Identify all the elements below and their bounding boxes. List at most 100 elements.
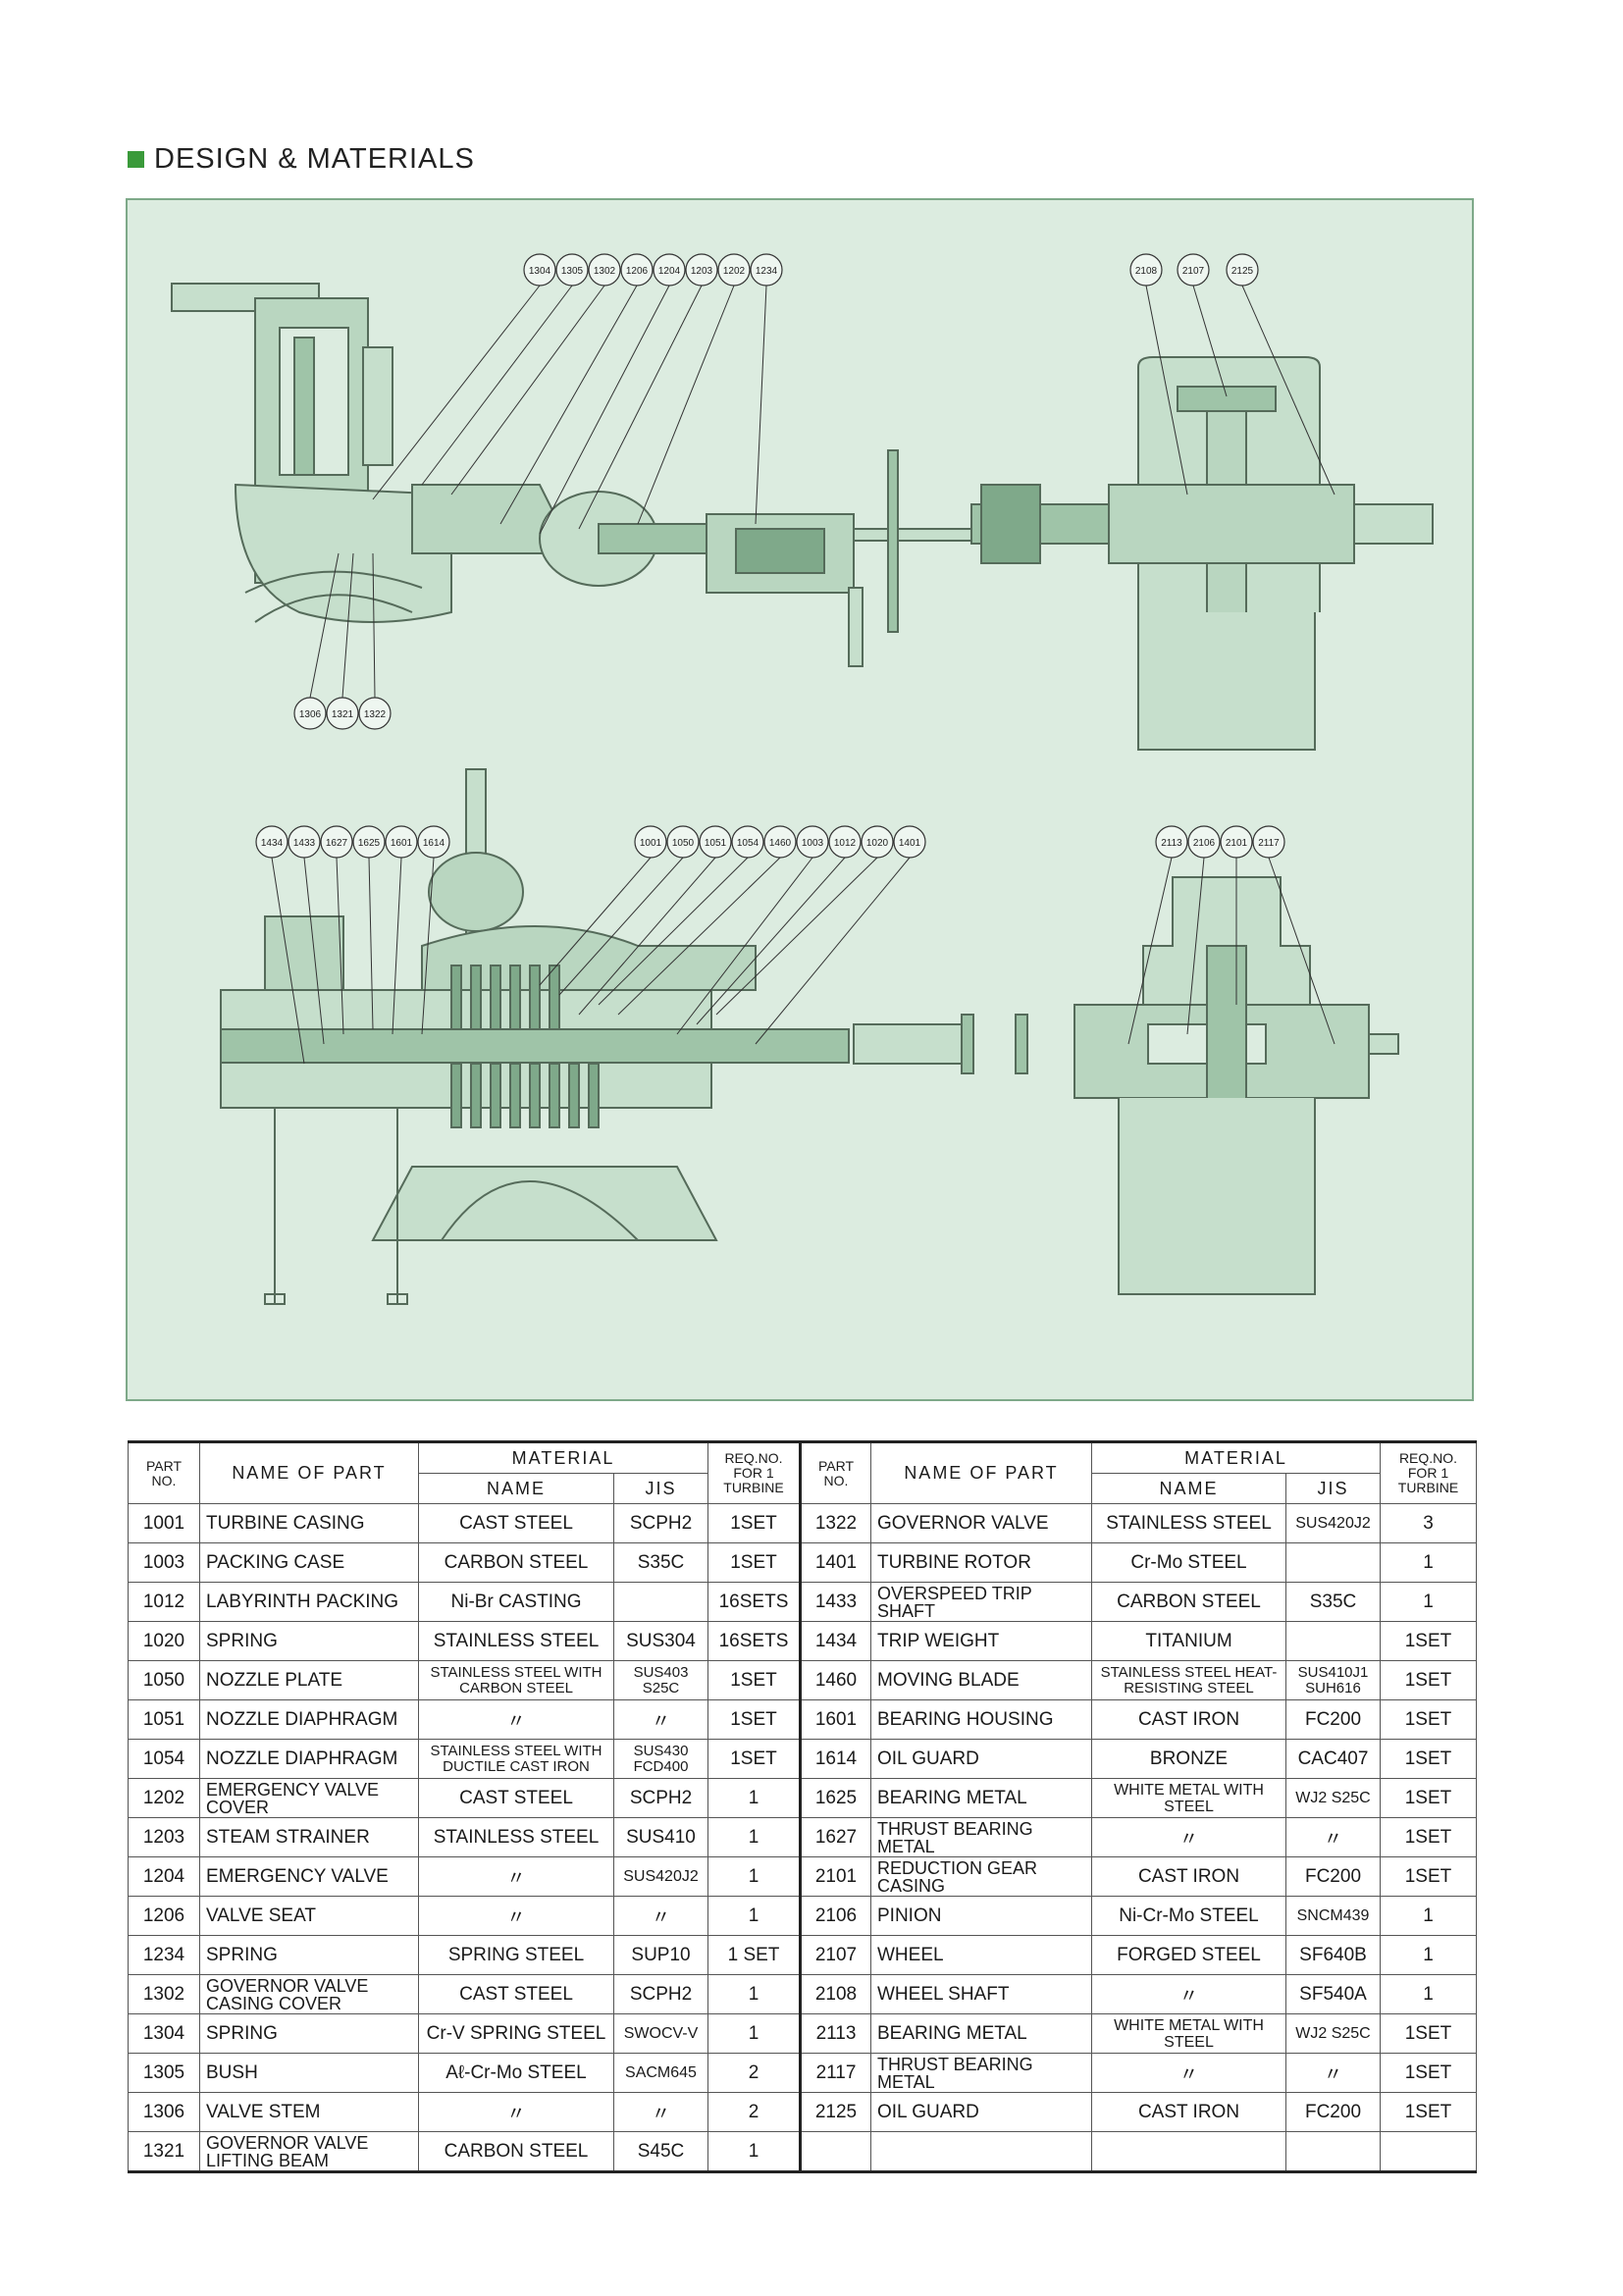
table-row: 1302 GOVERNOR VALVE CASING COVER CAST ST… <box>128 1974 1477 2014</box>
part-name-cell: BEARING METAL <box>870 1778 1092 1818</box>
material-name-cell: 〃 <box>1091 2053 1286 2093</box>
material-name-cell: STAINLESS STEEL WITH CARBON STEEL <box>418 1660 614 1700</box>
req-cell: 1SET <box>707 1503 801 1543</box>
req-cell: 1SET <box>1380 1699 1477 1740</box>
req-cell: 1 <box>707 1817 801 1857</box>
material-name-cell: Ni-Br CASTING <box>418 1582 614 1622</box>
jis-cell: FC200 <box>1285 1699 1381 1740</box>
part-name-cell: SPRING <box>199 2013 419 2054</box>
callout-label: 1302 <box>594 266 616 277</box>
part-no-cell: 1614 <box>799 1739 871 1779</box>
material-name-cell: STAINLESS STEEL <box>418 1817 614 1857</box>
callout-label: 1234 <box>756 266 778 277</box>
part-name-cell: NOZZLE DIAPHRAGM <box>199 1699 419 1740</box>
part-no-cell <box>799 2131 871 2172</box>
material-name-cell: 〃 <box>418 1699 614 1740</box>
jis-cell: CAC407 <box>1285 1739 1381 1779</box>
section-header: DESIGN & MATERIALS <box>128 143 475 176</box>
part-name-cell: PACKING CASE <box>199 1542 419 1583</box>
material-name-cell: FORGED STEEL <box>1091 1935 1286 1975</box>
callout-label: 2117 <box>1258 838 1280 849</box>
callout-label: 1306 <box>299 709 322 720</box>
material-name-cell: CARBON STEEL <box>1091 1582 1286 1622</box>
part-no-cell: 2125 <box>799 2092 871 2132</box>
header-material: MATERIAL <box>1091 1441 1381 1474</box>
material-name-cell: Ni-Cr-Mo STEEL <box>1091 1896 1286 1936</box>
material-name-cell: CAST IRON <box>1091 1699 1286 1740</box>
part-name-cell: THRUST BEARING METAL <box>870 2053 1092 2093</box>
jis-cell: S45C <box>613 2131 708 2172</box>
req-cell: 1SET <box>1380 1660 1477 1700</box>
material-name-cell: CAST STEEL <box>418 1503 614 1543</box>
table-row: 1203 STEAM STRAINER STAINLESS STEEL SUS4… <box>128 1817 1477 1857</box>
req-cell: 1 <box>1380 1582 1477 1622</box>
req-cell: 1 <box>707 2131 801 2172</box>
material-name-cell: 〃 <box>418 1856 614 1897</box>
part-name-cell: EMERGENCY VALVE COVER <box>199 1778 419 1818</box>
part-no-cell: 1206 <box>128 1896 200 1936</box>
part-no-cell: 1434 <box>799 1621 871 1661</box>
jis-cell: SACM645 <box>613 2053 708 2093</box>
material-name-cell: Aℓ-Cr-Mo STEEL <box>418 2053 614 2093</box>
header-req-no: REQ.NO. FOR 1 TURBINE <box>707 1441 801 1504</box>
callout-label: 1020 <box>866 838 889 849</box>
callout-label: 1614 <box>423 838 445 849</box>
header-material-name: NAME <box>418 1473 614 1504</box>
jis-cell: 〃 <box>613 1699 708 1740</box>
jis-cell: S35C <box>613 1542 708 1583</box>
jis-cell: 〃 <box>613 2092 708 2132</box>
jis-cell: 〃 <box>1285 2053 1381 2093</box>
part-no-cell: 1627 <box>799 1817 871 1857</box>
part-name-cell: BUSH <box>199 2053 419 2093</box>
turbine-drawing: 1304 1305 1302 1206 1204 1203 1202 1234 … <box>126 198 1474 1401</box>
part-name-cell: THRUST BEARING METAL <box>870 1817 1092 1857</box>
header-jis: JIS <box>613 1473 708 1504</box>
part-name-cell: OIL GUARD <box>870 2092 1092 2132</box>
table-row: 1204 EMERGENCY VALVE 〃 SUS420J2 1 2101 R… <box>128 1856 1477 1897</box>
part-no-cell: 1401 <box>799 1542 871 1583</box>
req-cell: 1SET <box>1380 1817 1477 1857</box>
part-no-cell: 1202 <box>128 1778 200 1818</box>
part-no-cell: 1050 <box>128 1660 200 1700</box>
part-no-cell: 2101 <box>799 1856 871 1897</box>
part-name-cell: PINION <box>870 1896 1092 1936</box>
table-row: 1050 NOZZLE PLATE STAINLESS STEEL WITH C… <box>128 1660 1477 1700</box>
part-name-cell: STEAM STRAINER <box>199 1817 419 1857</box>
callout-label: 1322 <box>364 709 387 720</box>
header-jis: JIS <box>1285 1473 1381 1504</box>
jis-cell: SCPH2 <box>613 1778 708 1818</box>
part-name-cell: TURBINE ROTOR <box>870 1542 1092 1583</box>
callout-label: 2106 <box>1193 838 1216 849</box>
part-name-cell: NOZZLE PLATE <box>199 1660 419 1700</box>
part-name-cell: WHEEL <box>870 1935 1092 1975</box>
part-name-cell: GOVERNOR VALVE LIFTING BEAM <box>199 2131 419 2172</box>
callout-bubbles: 1304 1305 1302 1206 1204 1203 1202 1234 … <box>255 253 1335 1065</box>
req-cell: 2 <box>707 2053 801 2093</box>
callout-label: 1304 <box>529 266 551 277</box>
material-name-cell: SPRING STEEL <box>418 1935 614 1975</box>
jis-cell: SCPH2 <box>613 1974 708 2014</box>
callout-label: 1054 <box>737 838 759 849</box>
req-cell: 1SET <box>1380 2053 1477 2093</box>
part-name-cell: LABYRINTH PACKING <box>199 1582 419 1622</box>
part-no-cell: 2117 <box>799 2053 871 2093</box>
part-no-cell: 1003 <box>128 1542 200 1583</box>
part-no-cell: 1203 <box>128 1817 200 1857</box>
material-name-cell: TITANIUM <box>1091 1621 1286 1661</box>
req-cell: 1SET <box>707 1699 801 1740</box>
req-cell <box>1380 2131 1477 2172</box>
part-name-cell: SPRING <box>199 1935 419 1975</box>
table-row: 1321 GOVERNOR VALVE LIFTING BEAM CARBON … <box>128 2131 1477 2172</box>
table-row: 1012 LABYRINTH PACKING Ni-Br CASTING 16S… <box>128 1582 1477 1622</box>
part-name-cell: WHEEL SHAFT <box>870 1974 1092 2014</box>
part-no-cell: 1321 <box>128 2131 200 2172</box>
req-cell: 1SET <box>1380 2092 1477 2132</box>
bottom-left-turbine <box>220 768 1028 1305</box>
jis-cell: SWOCV-V <box>613 2013 708 2054</box>
part-name-cell: EMERGENCY VALVE <box>199 1856 419 1897</box>
table-row: 1306 VALVE STEM 〃 〃 2 2125 OIL GUARD CAS… <box>128 2092 1477 2132</box>
req-cell: 1SET <box>1380 1778 1477 1818</box>
part-no-cell: 1051 <box>128 1699 200 1740</box>
part-name-cell: OIL GUARD <box>870 1739 1092 1779</box>
req-cell: 1 <box>707 2013 801 2054</box>
